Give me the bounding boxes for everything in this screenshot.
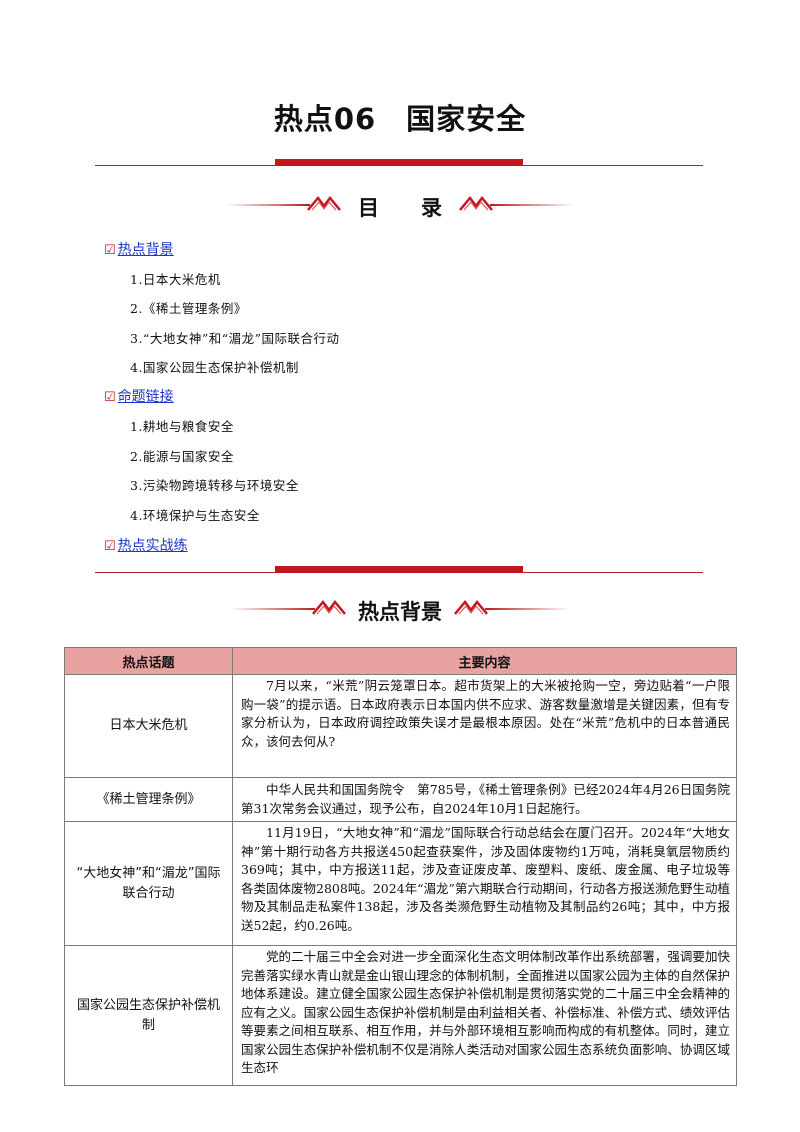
topic-cell: 《稀土管理条例》 xyxy=(64,777,233,822)
toc-item[interactable]: 3.“大地女神”和“湄龙”国际联合行动 xyxy=(130,331,340,346)
section-banner-label: 热点背景 xyxy=(358,600,442,624)
toc-item[interactable]: 4.环境保护与生态安全 xyxy=(130,508,260,523)
toc-item[interactable]: 2.《稀土管理条例》 xyxy=(130,301,247,316)
toc-item[interactable]: 1.耕地与粮食安全 xyxy=(130,419,234,434)
banner-ornament xyxy=(225,195,575,211)
toc-link[interactable]: 热点实战练 xyxy=(117,538,188,554)
toc-divider xyxy=(95,562,703,576)
toc-item[interactable]: 1.日本大米危机 xyxy=(130,272,221,287)
title-divider xyxy=(95,155,703,169)
hot-topics-table: 热点话题 主要内容 日本大米危机 7月以来，“米荒”阴云笼罩日本。超市货架上的大… xyxy=(64,647,737,1086)
table-header-row: 热点话题 主要内容 xyxy=(64,647,737,675)
topic-cell: 国家公园生态保护补偿机制 xyxy=(64,945,233,1086)
checkbox-icon: ☑ xyxy=(104,390,116,405)
toc-link[interactable]: 命题链接 xyxy=(117,389,174,405)
checkbox-icon: ☑ xyxy=(104,243,116,258)
banner-ornament xyxy=(230,599,570,615)
column-header: 热点话题 xyxy=(64,647,233,675)
content-cell: 11月19日，“大地女神”和“湄龙”国际联合行动总结会在厦门召开。2024年“大… xyxy=(232,821,737,946)
column-header: 主要内容 xyxy=(232,647,737,675)
toc-banner: 目 录 xyxy=(0,188,800,222)
table-row: 《稀土管理条例》 中华人民共和国国务院令 第785号，《稀土管理条例》已经202… xyxy=(64,777,737,822)
checkbox-icon: ☑ xyxy=(104,539,116,554)
table-row: 日本大米危机 7月以来，“米荒”阴云笼罩日本。超市货架上的大米被抢购一空，旁边贴… xyxy=(64,674,737,778)
content-cell: 中华人民共和国国务院令 第785号，《稀土管理条例》已经2024年4月26日国务… xyxy=(232,777,737,822)
topic-cell: “大地女神”和“湄龙”国际联合行动 xyxy=(64,821,233,946)
toc-section-question-links[interactable]: ☑命题链接 xyxy=(104,386,174,406)
page-title: 热点06 国家安全 xyxy=(273,102,527,136)
toc-item[interactable]: 2.能源与国家安全 xyxy=(130,449,234,464)
toc-section-hot-background[interactable]: ☑热点背景 xyxy=(104,239,174,259)
table-row: “大地女神”和“湄龙”国际联合行动 11月19日，“大地女神”和“湄龙”国际联合… xyxy=(64,821,737,946)
toc-banner-label: 目 录 xyxy=(358,196,442,220)
toc-section-practice[interactable]: ☑热点实战练 xyxy=(104,535,188,555)
table-row: 国家公园生态保护补偿机制 党的二十届三中全会对进一步全面深化生态文明体制改革作出… xyxy=(64,945,737,1086)
content-cell: 党的二十届三中全会对进一步全面深化生态文明体制改革作出系统部署，强调要加快完善落… xyxy=(232,945,737,1086)
toc-link[interactable]: 热点背景 xyxy=(117,242,174,258)
topic-cell: 日本大米危机 xyxy=(64,674,233,778)
toc-item[interactable]: 4.国家公园生态保护补偿机制 xyxy=(130,360,299,375)
section-banner: 热点背景 xyxy=(0,592,800,626)
toc-item[interactable]: 3.污染物跨境转移与环境安全 xyxy=(130,478,299,493)
content-cell: 7月以来，“米荒”阴云笼罩日本。超市货架上的大米被抢购一空，旁边贴着“一户限购一… xyxy=(232,674,737,778)
